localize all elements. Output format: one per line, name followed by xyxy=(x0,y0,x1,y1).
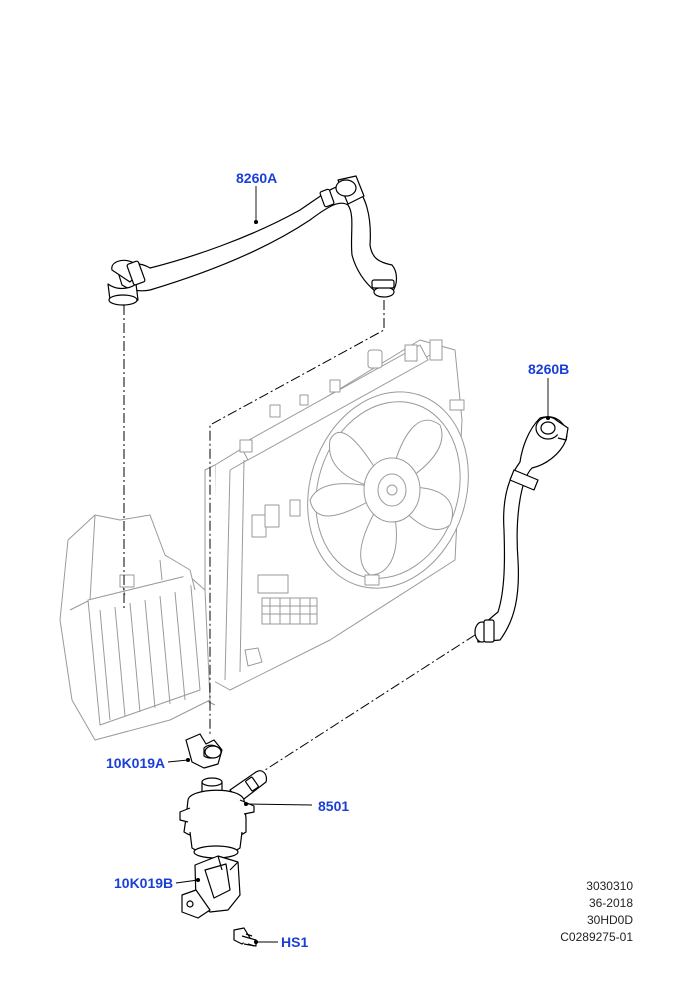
label-8501[interactable]: 8501 xyxy=(318,798,350,814)
label-8260b[interactable]: 8260B xyxy=(528,361,570,377)
leader-8501 xyxy=(245,803,313,806)
reference-codes: 3030310 36-2018 30HD0D C0289275-01 xyxy=(560,878,633,946)
upper-hose-8260a[interactable] xyxy=(107,175,398,306)
ref-line-3: 30HD0D xyxy=(586,913,633,927)
leader-hose-lower-pump xyxy=(261,634,476,773)
ref-line-1: 3030310 xyxy=(586,879,633,893)
label-hs1[interactable]: HS1 xyxy=(281,934,309,950)
leader-10k019a xyxy=(167,759,189,763)
label-leaders xyxy=(167,186,551,945)
water-pump-8501[interactable] xyxy=(179,770,267,859)
bracket-10k019b[interactable] xyxy=(181,855,241,919)
bolt-hs1[interactable] xyxy=(233,927,257,947)
leader-hose-upper-right xyxy=(209,300,385,735)
ref-line-4: C0289275-01 xyxy=(560,930,633,944)
lower-hose-8260b[interactable] xyxy=(474,416,569,643)
leader-lines xyxy=(123,300,476,773)
heater-housing xyxy=(59,514,211,741)
label-10k019b[interactable]: 10K019B xyxy=(114,875,174,891)
leader-10k019b xyxy=(175,879,199,884)
ref-line-2: 36-2018 xyxy=(588,896,633,910)
label-8260a[interactable]: 8260A xyxy=(236,170,278,186)
radiator-fan-assembly xyxy=(204,339,469,706)
clamp-10k019a[interactable] xyxy=(185,733,223,769)
label-10k019a[interactable]: 10K019A xyxy=(106,755,166,771)
